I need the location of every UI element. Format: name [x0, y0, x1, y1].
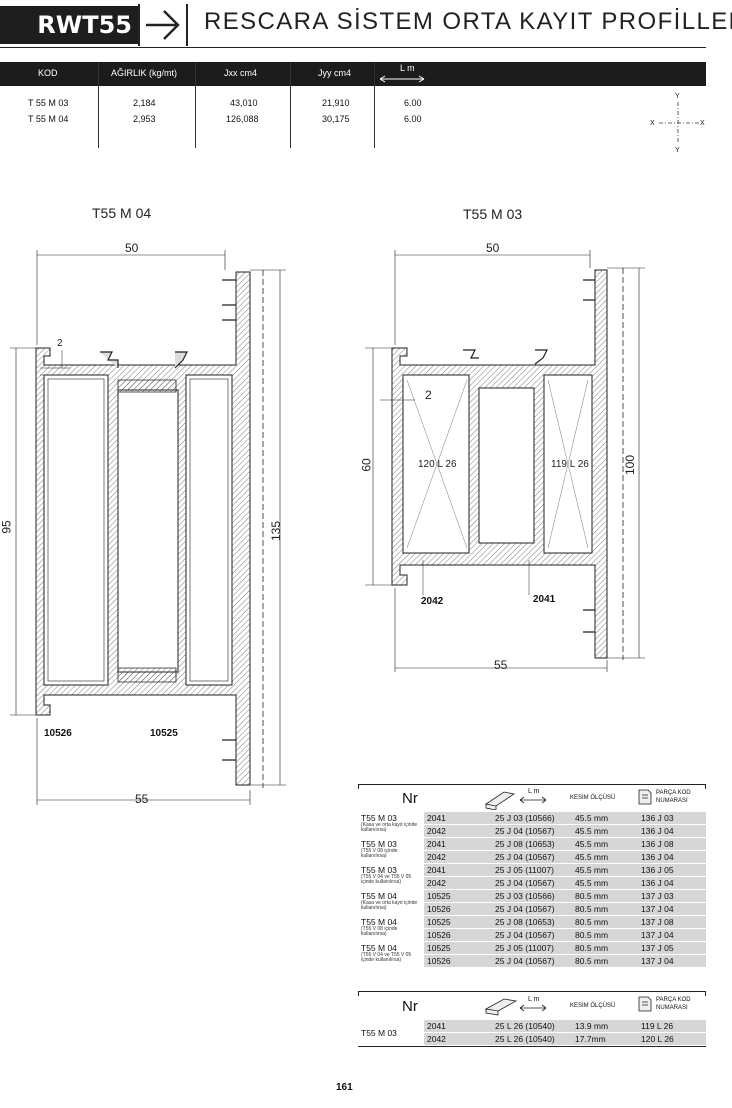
- table-row: T55 M 03(T55 V 04 ve T55 V 05 içinde kul…: [358, 863, 706, 890]
- part-icon: [638, 996, 652, 1012]
- double-arrow-icon: [519, 1004, 547, 1012]
- row2-l: 6.00: [404, 114, 422, 124]
- cut-table-2-kesim-label: KESİM ÖLÇÜSÜ: [570, 1003, 616, 1009]
- table-row: T55 M 04(T55 V 04 ve T55 V 05 içinde kul…: [358, 941, 706, 968]
- col-jyy: Jyy cm4: [318, 68, 352, 78]
- table-row: T55 M 04(Kasa ve orta kayıt içinde kulla…: [358, 889, 706, 916]
- drawing-title-m04: T55 M 04: [92, 205, 152, 221]
- part-icon: [638, 789, 652, 805]
- properties-header-bar: [0, 62, 706, 86]
- row1-agirlik: 2,184: [133, 98, 156, 108]
- m03-dim-top: 50: [486, 241, 500, 255]
- cut-table-1-nr: Nr: [402, 790, 418, 807]
- row2-agirlik: 2,953: [133, 114, 156, 124]
- row2-kod: T 55 M 04: [28, 114, 69, 124]
- m03-dim-left: 60: [359, 458, 374, 472]
- cut-table-1-top-rule: [358, 784, 706, 789]
- row1-jxx: 43,010: [230, 98, 258, 108]
- m04-dim-left: 95: [0, 520, 14, 534]
- m04-part-b: 10525: [150, 728, 178, 739]
- table-row: T55 M 03(Kasa ve orta kayıt içinde kulla…: [358, 812, 706, 838]
- page-number: 161: [336, 1082, 353, 1093]
- cut-table-2-bottom-rule: [358, 1046, 706, 1047]
- cut-table-2-top-rule: [358, 991, 706, 996]
- page-title: RESCARA SİSTEM ORTA KAYIT PROFİLLERİ: [204, 8, 732, 35]
- m03-glass-b: 119 L 26: [551, 459, 589, 470]
- axis-cross-icon: [659, 102, 699, 144]
- m04-dim-bottom: 55: [135, 792, 149, 806]
- m03-dim-right: 100: [623, 454, 638, 476]
- m03-dim-bottom: 55: [494, 658, 508, 672]
- drawing-title-m03: T55 M 03: [463, 206, 523, 222]
- col-l: L m: [400, 63, 415, 73]
- row2-jxx: 126,088: [226, 114, 259, 124]
- m04-dim-right: 135: [269, 520, 284, 542]
- header-rule: [0, 47, 706, 48]
- row1-jyy: 21,910: [322, 98, 350, 108]
- m04-part-a: 10526: [44, 728, 72, 739]
- col-agirlik: AĞIRLIK (kg/mt): [111, 68, 178, 78]
- m04-dim-small: 2: [57, 338, 63, 349]
- cut-table-2-nr: Nr: [402, 998, 418, 1015]
- m04-dim-top: 50: [125, 241, 139, 255]
- col-kod: KOD: [38, 68, 58, 78]
- cut-table-1-kesim-label: KESİM ÖLÇÜSÜ: [570, 795, 616, 801]
- table-row: T55 M 03(T55 V 08 içinde kullanılırsa)20…: [358, 837, 706, 864]
- profile-icon: [484, 791, 516, 810]
- col-jxx: Jxx cm4: [224, 68, 258, 78]
- arrow-right-icon: [138, 4, 188, 46]
- cut-table-1: T55 M 03(Kasa ve orta kayıt içinde kulla…: [358, 812, 706, 968]
- m03-part-b: 2041: [533, 594, 556, 605]
- profile-icon: [484, 998, 518, 1016]
- row1-kod: T 55 M 03: [28, 98, 69, 108]
- profile-drawing-m03: [365, 250, 645, 672]
- m03-part-a: 2042: [421, 596, 444, 607]
- double-arrow-icon: [519, 796, 547, 804]
- profile-drawing-m04: [10, 250, 286, 805]
- row2-jyy: 30,175: [322, 114, 350, 124]
- table-row: T55 M 04(T55 V 08 içinde kullanılırsa)10…: [358, 915, 706, 942]
- row1-l: 6.00: [404, 98, 422, 108]
- brand-badge: RWT55: [0, 6, 138, 44]
- m03-dim-small: 2: [425, 388, 432, 402]
- double-arrow-icon: [379, 75, 425, 83]
- m03-glass-a: 120 L 26: [418, 459, 457, 470]
